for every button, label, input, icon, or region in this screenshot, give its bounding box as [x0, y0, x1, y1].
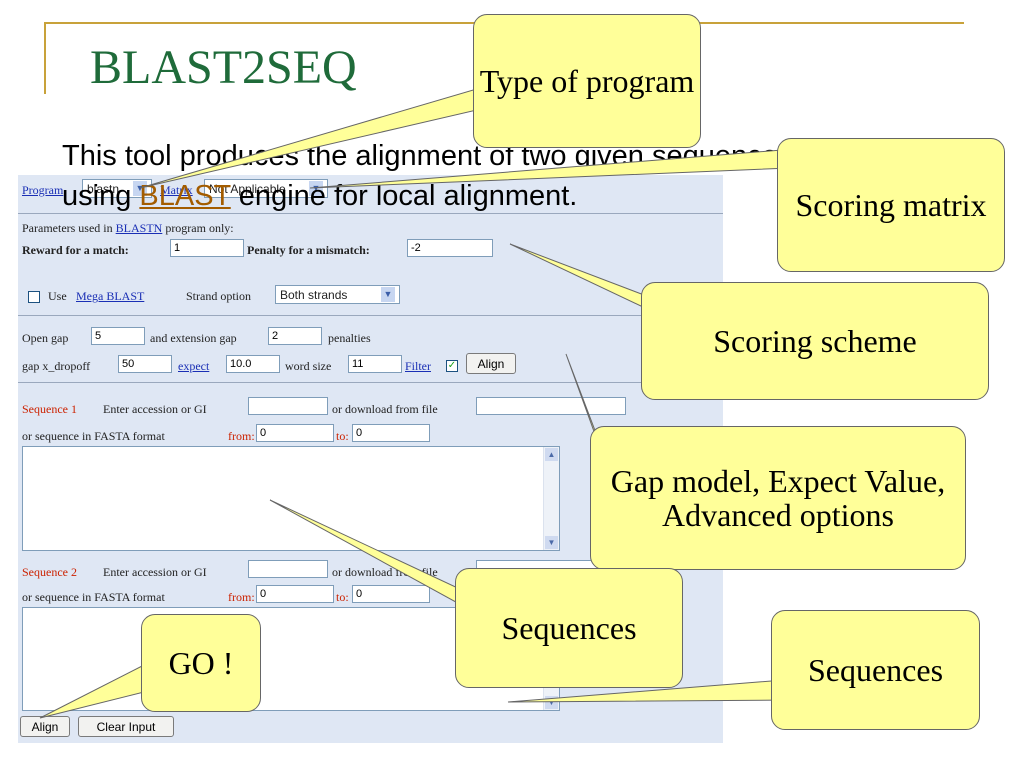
callout-type-of-program: Type of program — [473, 14, 701, 148]
callout-go: GO ! — [141, 614, 261, 712]
params-note: Parameters used in BLASTN program only: — [22, 221, 234, 235]
scroll-down-icon[interactable]: ▼ — [545, 536, 558, 549]
download-label: or download from file — [332, 402, 438, 416]
fasta-label: or sequence in FASTA format — [22, 429, 165, 443]
form-divider — [18, 315, 723, 316]
scoring-scheme-pointer — [509, 243, 664, 318]
clear-input-button[interactable]: Clear Input — [78, 716, 174, 737]
expect-link[interactable]: expect — [178, 359, 210, 373]
expect-input[interactable]: 10.0 — [226, 355, 280, 373]
sequence-2-accession-input[interactable] — [248, 560, 328, 578]
matrix-link[interactable]: Matrix — [160, 183, 193, 197]
program-select[interactable]: blastn▼ — [82, 179, 152, 198]
megablast-link[interactable]: Mega BLAST — [76, 289, 145, 303]
penalty-input[interactable]: -2 — [407, 239, 493, 257]
scrollbar[interactable]: ▲▼ — [543, 447, 559, 550]
sequence-1-file-input[interactable] — [476, 397, 626, 415]
sequence-1-accession-input[interactable] — [248, 397, 328, 415]
sequence-1-from-input[interactable]: 0 — [256, 424, 334, 442]
from-label: from: — [228, 590, 255, 604]
blastn-link[interactable]: BLASTN — [115, 221, 163, 235]
go-pointer — [39, 663, 153, 719]
sequence-2-label: Sequence 2 — [22, 565, 77, 579]
to-label: to: — [336, 590, 349, 604]
callout-sequences-2: Sequences — [771, 610, 980, 730]
penalty-label: Penalty for a mismatch: — [247, 243, 370, 257]
dropoff-input[interactable]: 50 — [118, 355, 172, 373]
sequence-1-textarea[interactable]: ▲▼ — [22, 446, 560, 551]
blast-link[interactable]: BLAST — [139, 180, 231, 212]
align-button-top[interactable]: Align — [466, 353, 516, 374]
scoring-matrix-pointer — [309, 149, 791, 189]
slide-frame-vertical — [44, 22, 46, 94]
sequences-1-pointer — [269, 499, 476, 614]
accession-label: Enter accession or GI — [103, 565, 207, 579]
callout-scoring-scheme: Scoring scheme — [641, 282, 989, 400]
sequence-2-to-input[interactable]: 0 — [352, 585, 430, 603]
use-label: Use — [48, 289, 67, 303]
reward-input[interactable]: 1 — [170, 239, 244, 257]
reward-label: Reward for a match: — [22, 243, 129, 257]
open-gap-input[interactable]: 5 — [91, 327, 145, 345]
callout-scoring-matrix: Scoring matrix — [777, 138, 1005, 272]
form-divider — [18, 213, 723, 214]
program-link[interactable]: Program — [22, 183, 64, 197]
slide-title: BLAST2SEQ — [90, 41, 357, 94]
megablast-checkbox[interactable] — [28, 291, 40, 303]
dropoff-label: gap x_dropoff — [22, 359, 91, 373]
strand-select[interactable]: Both strands▼ — [275, 285, 400, 304]
callout-gap-model: Gap model, Expect Value, Advanced option… — [590, 426, 966, 570]
from-label: from: — [228, 429, 255, 443]
accession-label: Enter accession or GI — [103, 402, 207, 416]
sequence-1-label: Sequence 1 — [22, 402, 77, 416]
open-gap-label: Open gap — [22, 331, 69, 345]
strand-label: Strand option — [186, 289, 251, 303]
form-divider — [18, 382, 723, 383]
extension-gap-input[interactable]: 2 — [268, 327, 322, 345]
filter-checkbox[interactable]: ✓ — [446, 360, 458, 372]
callout-sequences-1: Sequences — [455, 568, 683, 688]
chevron-down-icon: ▼ — [381, 287, 395, 302]
fasta-label: or sequence in FASTA format — [22, 590, 165, 604]
word-size-input[interactable]: 11 — [348, 355, 402, 373]
to-label: to: — [336, 429, 349, 443]
type-of-program-pointer — [139, 87, 522, 189]
scroll-up-icon[interactable]: ▲ — [545, 448, 558, 461]
filter-link[interactable]: Filter — [405, 359, 431, 373]
penalties-label: penalties — [328, 331, 371, 345]
sequence-2-from-input[interactable]: 0 — [256, 585, 334, 603]
extension-gap-label: and extension gap — [150, 331, 237, 345]
sequence-1-to-input[interactable]: 0 — [352, 424, 430, 442]
word-size-label: word size — [285, 359, 332, 373]
